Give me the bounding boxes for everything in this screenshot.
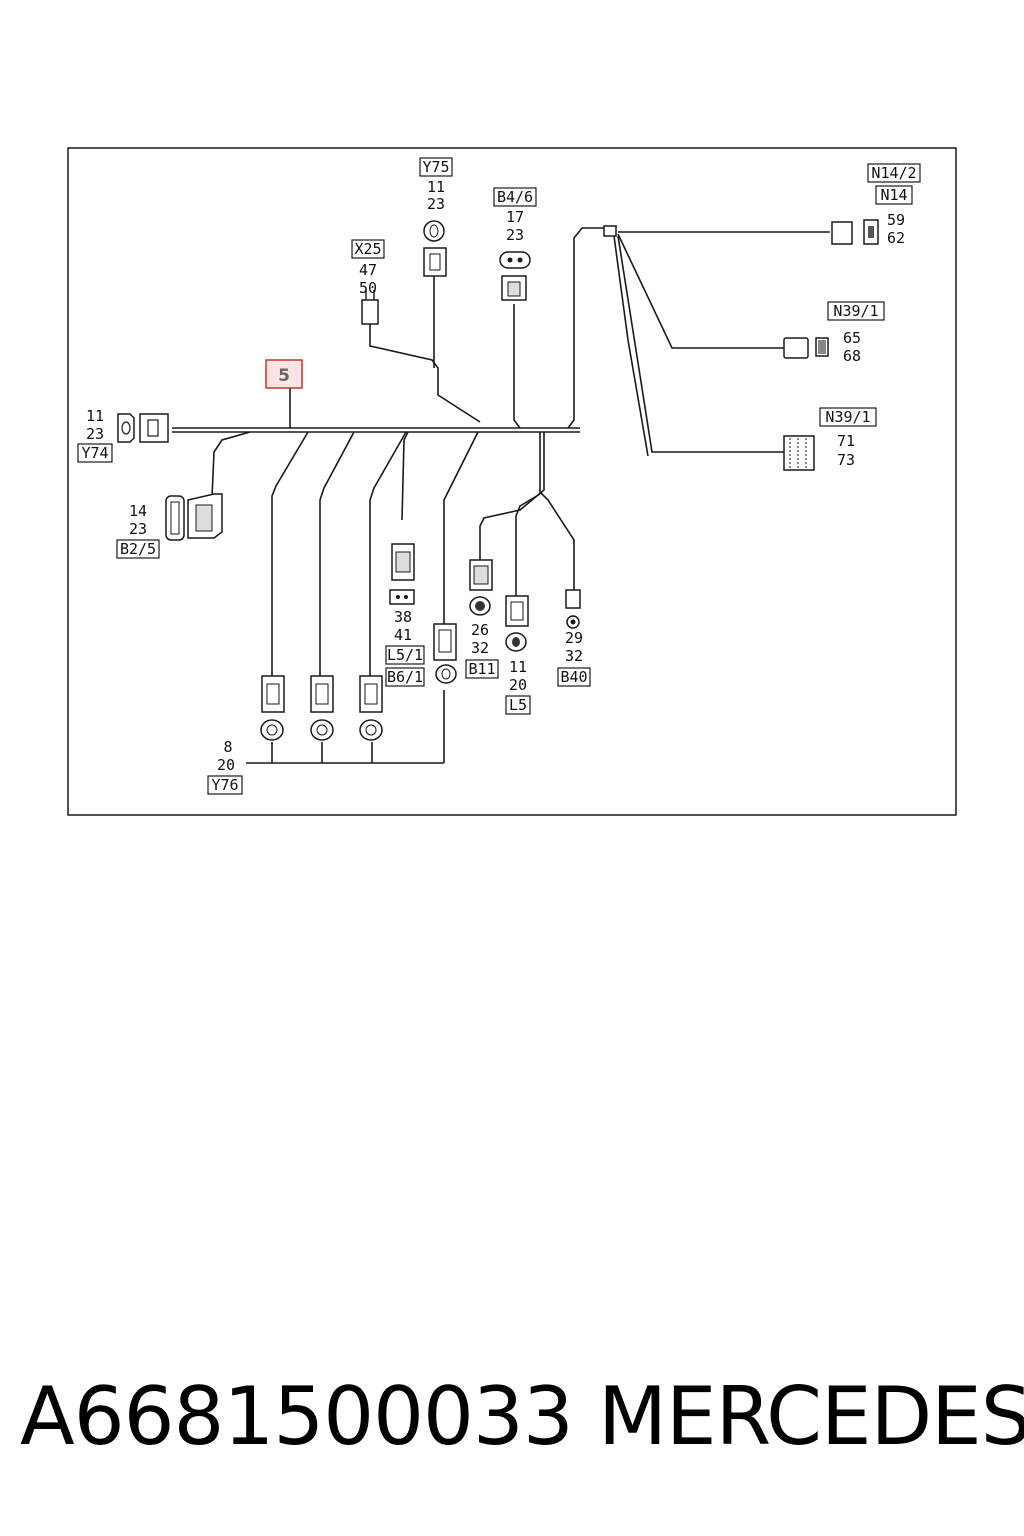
connector-n39-1-upper <box>783 337 829 359</box>
connector-y76-b <box>310 675 334 741</box>
connector-y76-a <box>260 675 285 741</box>
pin-b-x25: 50 <box>359 279 377 297</box>
pin-b-b40: 32 <box>565 647 583 665</box>
code-n14: N14 <box>880 186 907 204</box>
pin-b-y76: 20 <box>217 756 235 774</box>
pin-a-b11: 26 <box>471 621 489 639</box>
pin-b-y74: 23 <box>86 425 104 443</box>
connector-y76-c <box>359 675 383 741</box>
connector-l5-1 <box>389 543 415 605</box>
pin-b-n39-1-lower: 73 <box>837 451 855 469</box>
connector-x25 <box>361 290 379 325</box>
pin-b-n39-1-upper: 68 <box>843 347 861 365</box>
code-x25: X25 <box>354 240 381 258</box>
code-y76: Y76 <box>211 776 238 794</box>
label-l5-1: 38 41 L5/1 B6/1 <box>385 608 425 687</box>
diagram-frame <box>67 147 957 816</box>
label-b2-5: 14 23 B2/5 <box>116 502 160 559</box>
label-y75: Y75 11 23 <box>419 157 453 213</box>
pin-b-l5: 20 <box>509 676 527 694</box>
code-b4-6: B4/6 <box>497 188 533 206</box>
pin-b-l5-1: 41 <box>394 626 412 644</box>
pin-a-n14: 59 <box>887 211 905 229</box>
pin-a-n39-1-upper: 65 <box>843 329 861 347</box>
connector-n39-1-lower <box>783 435 815 471</box>
pin-b-y75: 23 <box>427 195 445 213</box>
code-n14-2: N14/2 <box>871 164 916 182</box>
label-y76: 8 20 Y76 <box>207 738 243 795</box>
connector-y75 <box>423 220 447 277</box>
label-n14-2: N14/2 N14 59 62 <box>867 163 921 247</box>
pin-a-y76: 8 <box>223 738 232 756</box>
pin-a-n39-1-lower: 71 <box>837 432 855 450</box>
pin-a-x25: 47 <box>359 261 377 279</box>
label-b40: 29 32 B40 <box>557 629 591 687</box>
code-b11: B11 <box>468 660 495 678</box>
pin-a-l5-1: 38 <box>394 608 412 626</box>
brand-name: MERCEDES <box>598 1370 1024 1463</box>
pin-a-b4-6: 17 <box>506 208 524 226</box>
connector-l5 <box>505 595 529 652</box>
pin-a-b2-5: 14 <box>129 502 147 520</box>
pin-b-n14: 62 <box>887 229 905 247</box>
label-n39-1-upper: N39/1 65 68 <box>827 301 885 365</box>
connector-n14-2 <box>603 219 879 245</box>
connector-b11 <box>469 559 493 616</box>
footer: A6681500033 MERCEDES <box>20 1370 1024 1470</box>
label-n39-1-lower: N39/1 71 73 <box>819 407 877 469</box>
label-l5: 11 20 L5 <box>505 658 531 715</box>
code-b2-5: B2/5 <box>120 540 156 558</box>
connector-b4-6 <box>499 251 531 301</box>
harness-wires <box>172 227 830 764</box>
pin-a-b40: 29 <box>565 629 583 647</box>
part-number: A6681500033 <box>20 1370 574 1463</box>
label-y74: 11 23 Y74 <box>77 407 113 463</box>
label-b11: 26 32 B11 <box>465 621 499 679</box>
code-l5-1: L5/1 <box>387 646 423 664</box>
label-b4-6: B4/6 17 23 <box>493 187 537 244</box>
callout-number: 5 <box>278 366 290 386</box>
pin-b-b4-6: 23 <box>506 226 524 244</box>
code-y74: Y74 <box>81 444 108 462</box>
connector-440 <box>433 623 457 684</box>
connector-y74 <box>117 413 169 443</box>
code-l5: L5 <box>509 696 527 714</box>
pin-a-l5: 11 <box>509 658 527 676</box>
code-b6-1: B6/1 <box>387 668 423 686</box>
callout-box: 5 <box>265 359 303 389</box>
code-n39-1-upper: N39/1 <box>833 302 878 320</box>
label-x25: X25 47 50 <box>351 239 385 297</box>
pin-a-y75: 11 <box>427 178 445 196</box>
code-y75: Y75 <box>422 158 449 176</box>
code-n39-1-lower: N39/1 <box>825 408 870 426</box>
pin-b-b11: 32 <box>471 639 489 657</box>
code-b40: B40 <box>560 668 587 686</box>
connector-b40 <box>565 589 581 629</box>
pin-b-b2-5: 23 <box>129 520 147 538</box>
connector-b2-5 <box>165 493 223 541</box>
pin-a-y74: 11 <box>86 407 104 425</box>
